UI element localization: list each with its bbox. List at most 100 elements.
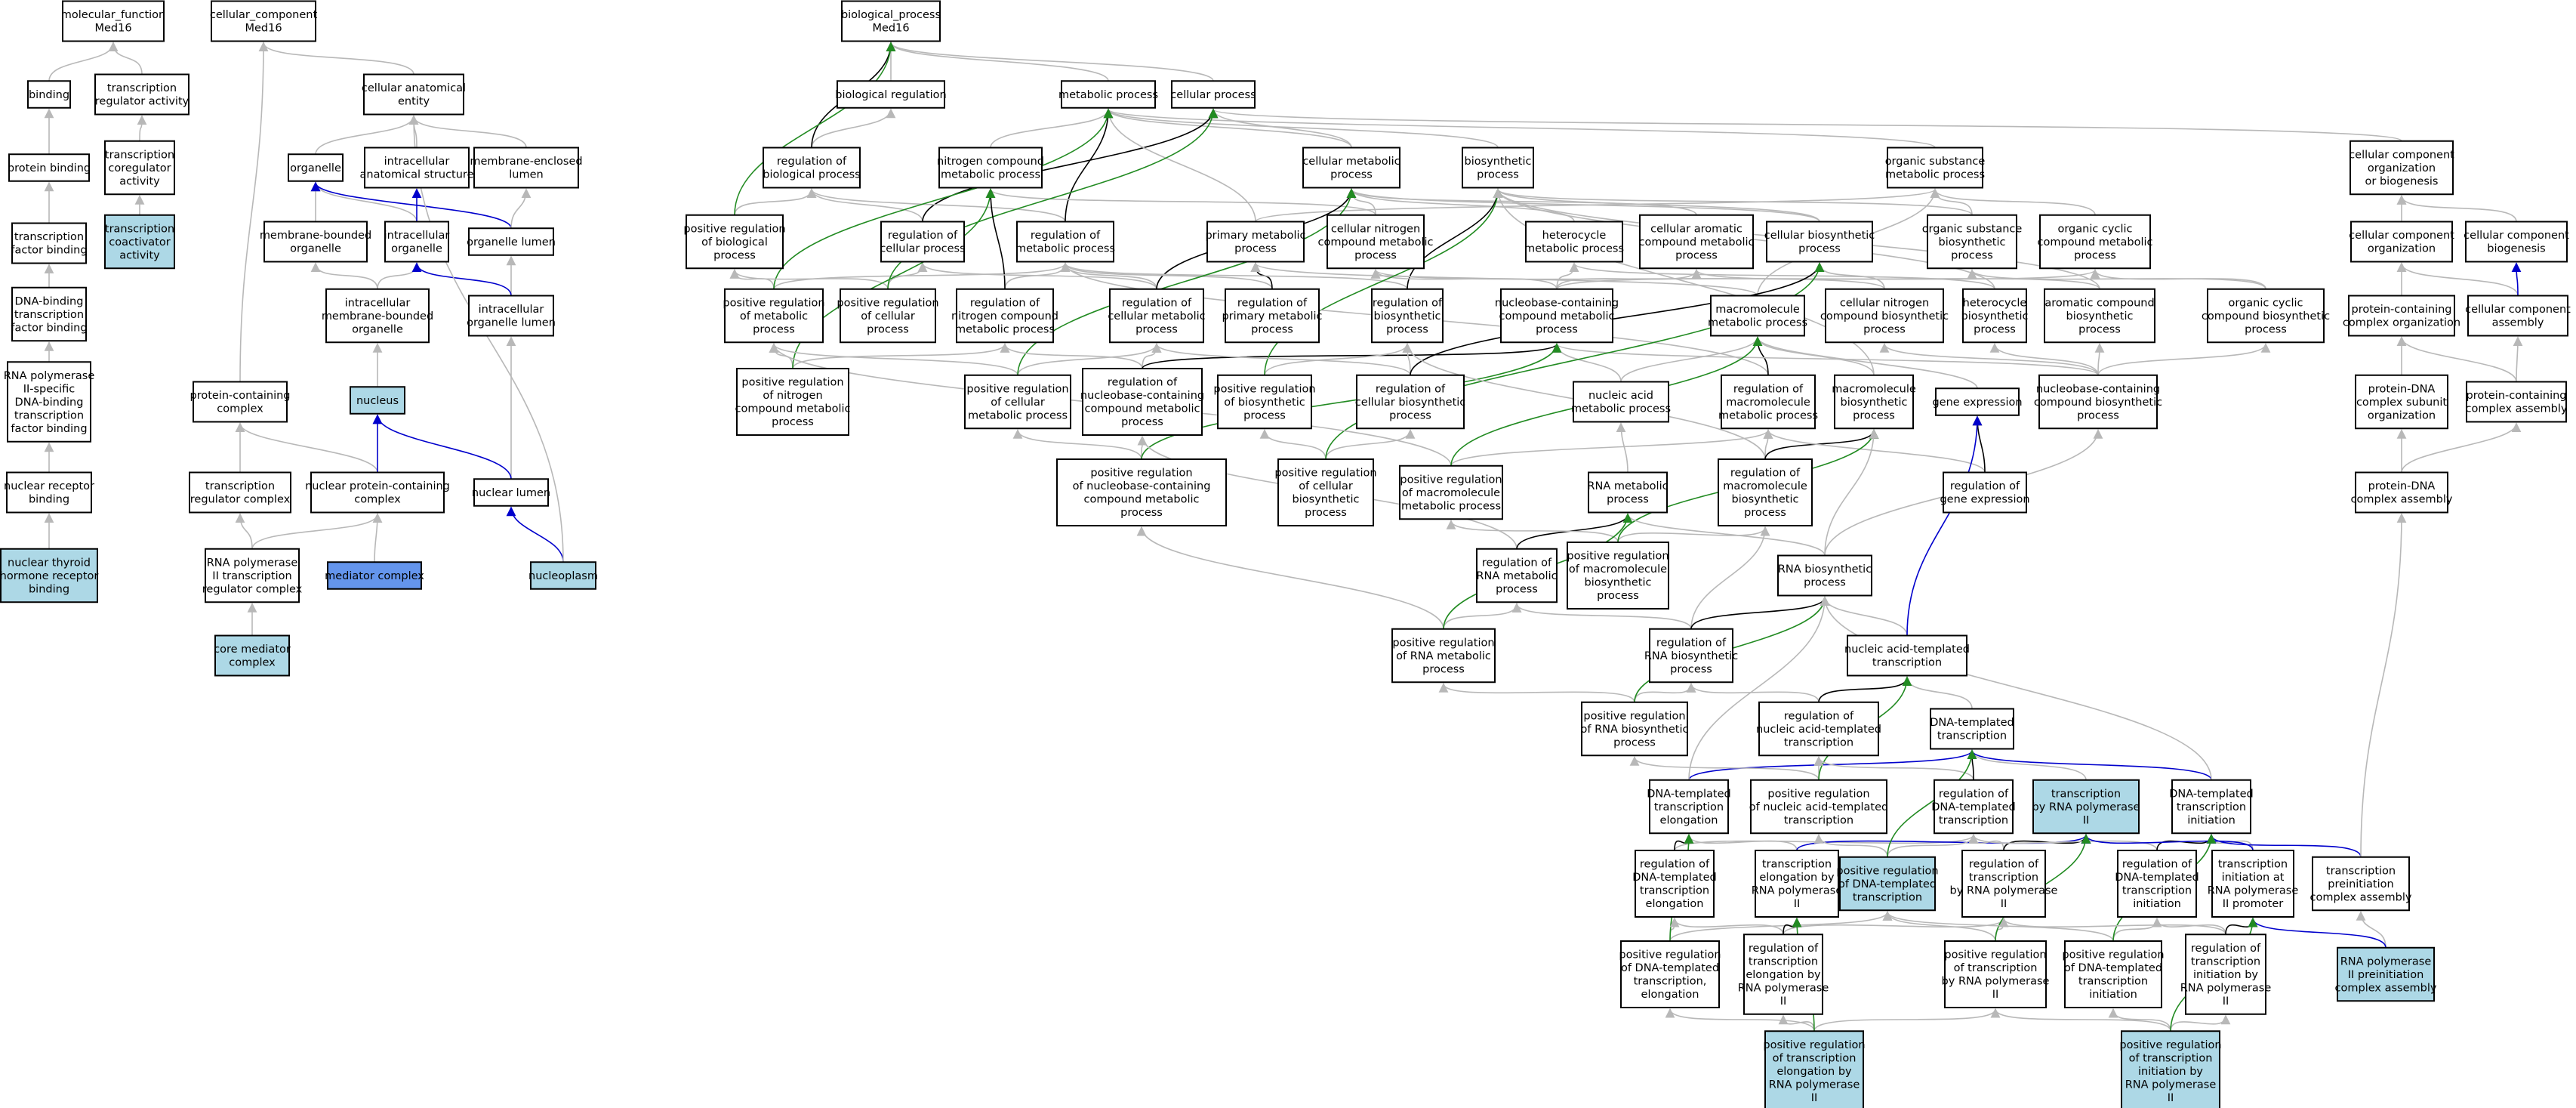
edge-part-of bbox=[1967, 749, 2212, 781]
edge-is-a bbox=[1665, 1008, 1815, 1032]
edge-is-a bbox=[1017, 342, 1162, 375]
go-term-label: protein binding bbox=[8, 162, 91, 174]
go-term-box bbox=[964, 374, 1071, 430]
edge-is-a bbox=[806, 188, 923, 222]
edge-is-a bbox=[1346, 188, 1697, 216]
edge-is-a bbox=[1551, 342, 1622, 382]
go-term-box bbox=[205, 548, 300, 603]
go-term-box bbox=[2207, 288, 2325, 344]
edge-is-a bbox=[1688, 596, 1830, 780]
go-term-box bbox=[364, 147, 470, 189]
edge-is-a bbox=[2360, 513, 2407, 857]
edge-is-a bbox=[408, 115, 527, 148]
go-term-box bbox=[1962, 288, 2027, 344]
edge-is-a bbox=[2396, 194, 2517, 222]
edge-is-a bbox=[372, 513, 383, 563]
go-term-box bbox=[2121, 1030, 2220, 1108]
go-term-box bbox=[2348, 295, 2455, 337]
edge-is-a bbox=[1493, 188, 1973, 216]
go-term-box bbox=[1016, 221, 1114, 263]
go-term-box bbox=[2171, 779, 2251, 835]
go-term-box bbox=[1206, 221, 1305, 263]
go-term-box bbox=[1588, 471, 1668, 514]
edge-is-a bbox=[2356, 910, 2386, 948]
go-term-box bbox=[2467, 295, 2568, 337]
edge-is-a bbox=[1569, 262, 1995, 290]
edge-is-a bbox=[990, 108, 1114, 148]
go-term-box bbox=[1399, 464, 1503, 520]
go-term-box bbox=[1476, 548, 1558, 603]
edge-is-a bbox=[1450, 428, 1773, 467]
edge-regulates bbox=[1690, 596, 1830, 629]
go-term-box bbox=[1109, 288, 1204, 344]
edge-is-a bbox=[2170, 1014, 2231, 1032]
go-term-box bbox=[1825, 288, 1944, 344]
edge-is-a bbox=[310, 262, 378, 289]
go-term-label: binding bbox=[29, 89, 69, 101]
edge-regulates bbox=[1818, 676, 1912, 702]
edge-is-a bbox=[2513, 336, 2523, 382]
go-term-box bbox=[736, 368, 849, 436]
go-term-label: gene expression bbox=[1932, 397, 2022, 409]
go-term-box bbox=[473, 147, 579, 189]
go-term-box bbox=[94, 73, 190, 116]
go-term-box bbox=[263, 221, 368, 263]
go-term-box bbox=[2466, 381, 2567, 423]
edge-is-a bbox=[1151, 342, 1411, 376]
edge-positively-regulates bbox=[1141, 342, 1562, 460]
go-term-box bbox=[1758, 701, 1879, 757]
edge-is-a bbox=[108, 42, 143, 75]
edge-is-a bbox=[377, 262, 422, 289]
edge-is-a bbox=[1967, 749, 2087, 780]
edge-is-a bbox=[1620, 336, 1763, 382]
go-term-box bbox=[473, 478, 549, 507]
go-term-box bbox=[1581, 701, 1688, 757]
go-term-node-nucleoplasm: nucleoplasm bbox=[528, 561, 598, 590]
go-term-box bbox=[1302, 147, 1400, 189]
edge-positively-regulates bbox=[1264, 188, 1503, 375]
edge-is-a bbox=[1783, 917, 2009, 935]
edge-is-a bbox=[1763, 428, 1986, 473]
